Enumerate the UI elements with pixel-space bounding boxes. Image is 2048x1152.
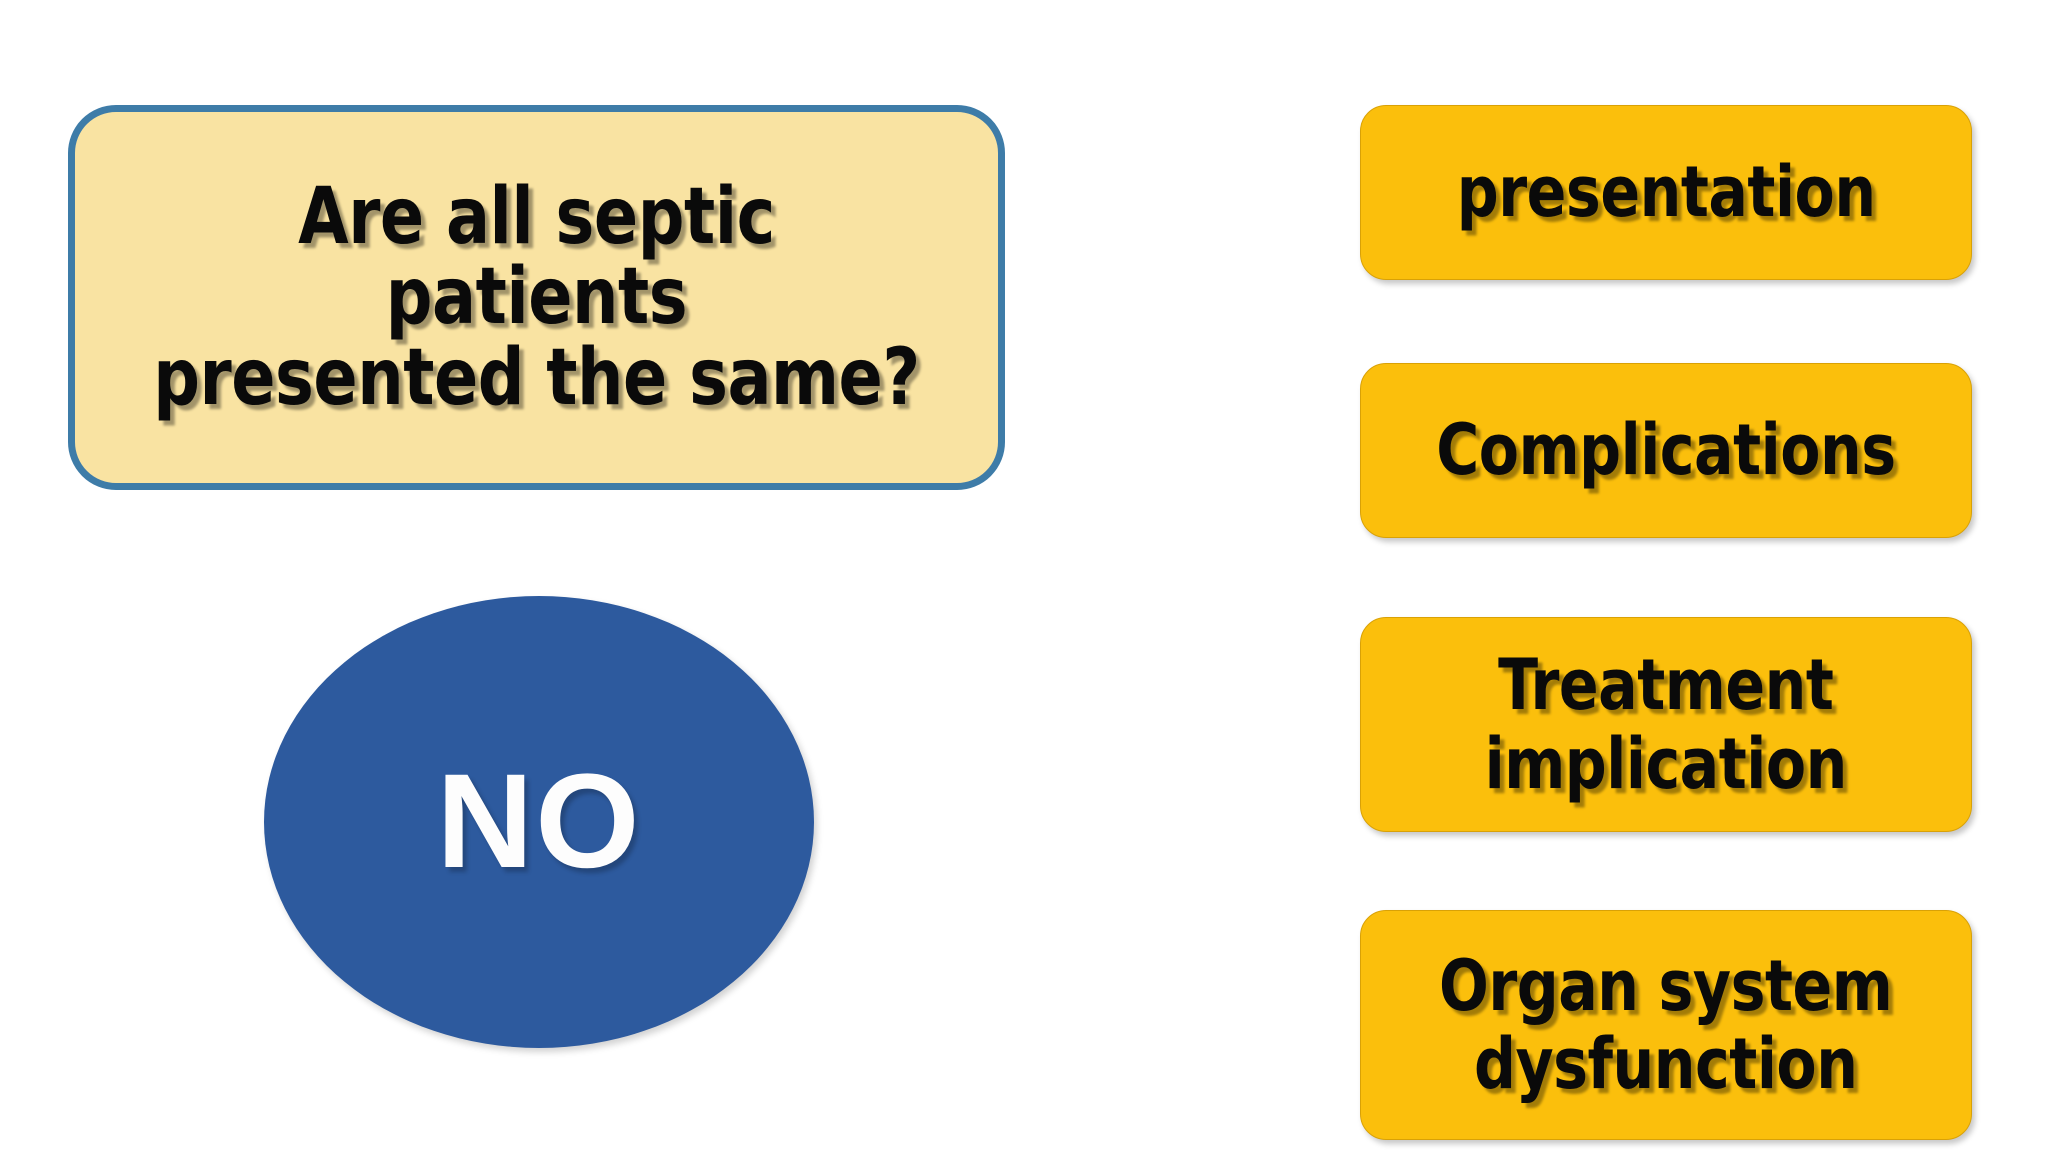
topic-box-label: Treatment implication (1484, 644, 1848, 805)
question-text: Are all septic patients presented the sa… (153, 172, 920, 423)
question-callout-box: Are all septic patients presented the sa… (68, 105, 1005, 490)
answer-ellipse: NO (264, 596, 814, 1048)
topic-box-treatment-implication: Treatment implication (1360, 617, 1972, 832)
topic-box-label: presentation (1456, 151, 1876, 234)
topic-box-complications: Complications (1360, 363, 1972, 538)
topic-box-organ-system-dysfunction: Organ system dysfunction (1360, 910, 1972, 1140)
topic-box-label: Complications (1436, 409, 1896, 492)
topic-box-presentation: presentation (1360, 105, 1972, 280)
topic-box-label: Organ system dysfunction (1439, 944, 1893, 1105)
answer-ellipse-label: NO (436, 747, 642, 896)
